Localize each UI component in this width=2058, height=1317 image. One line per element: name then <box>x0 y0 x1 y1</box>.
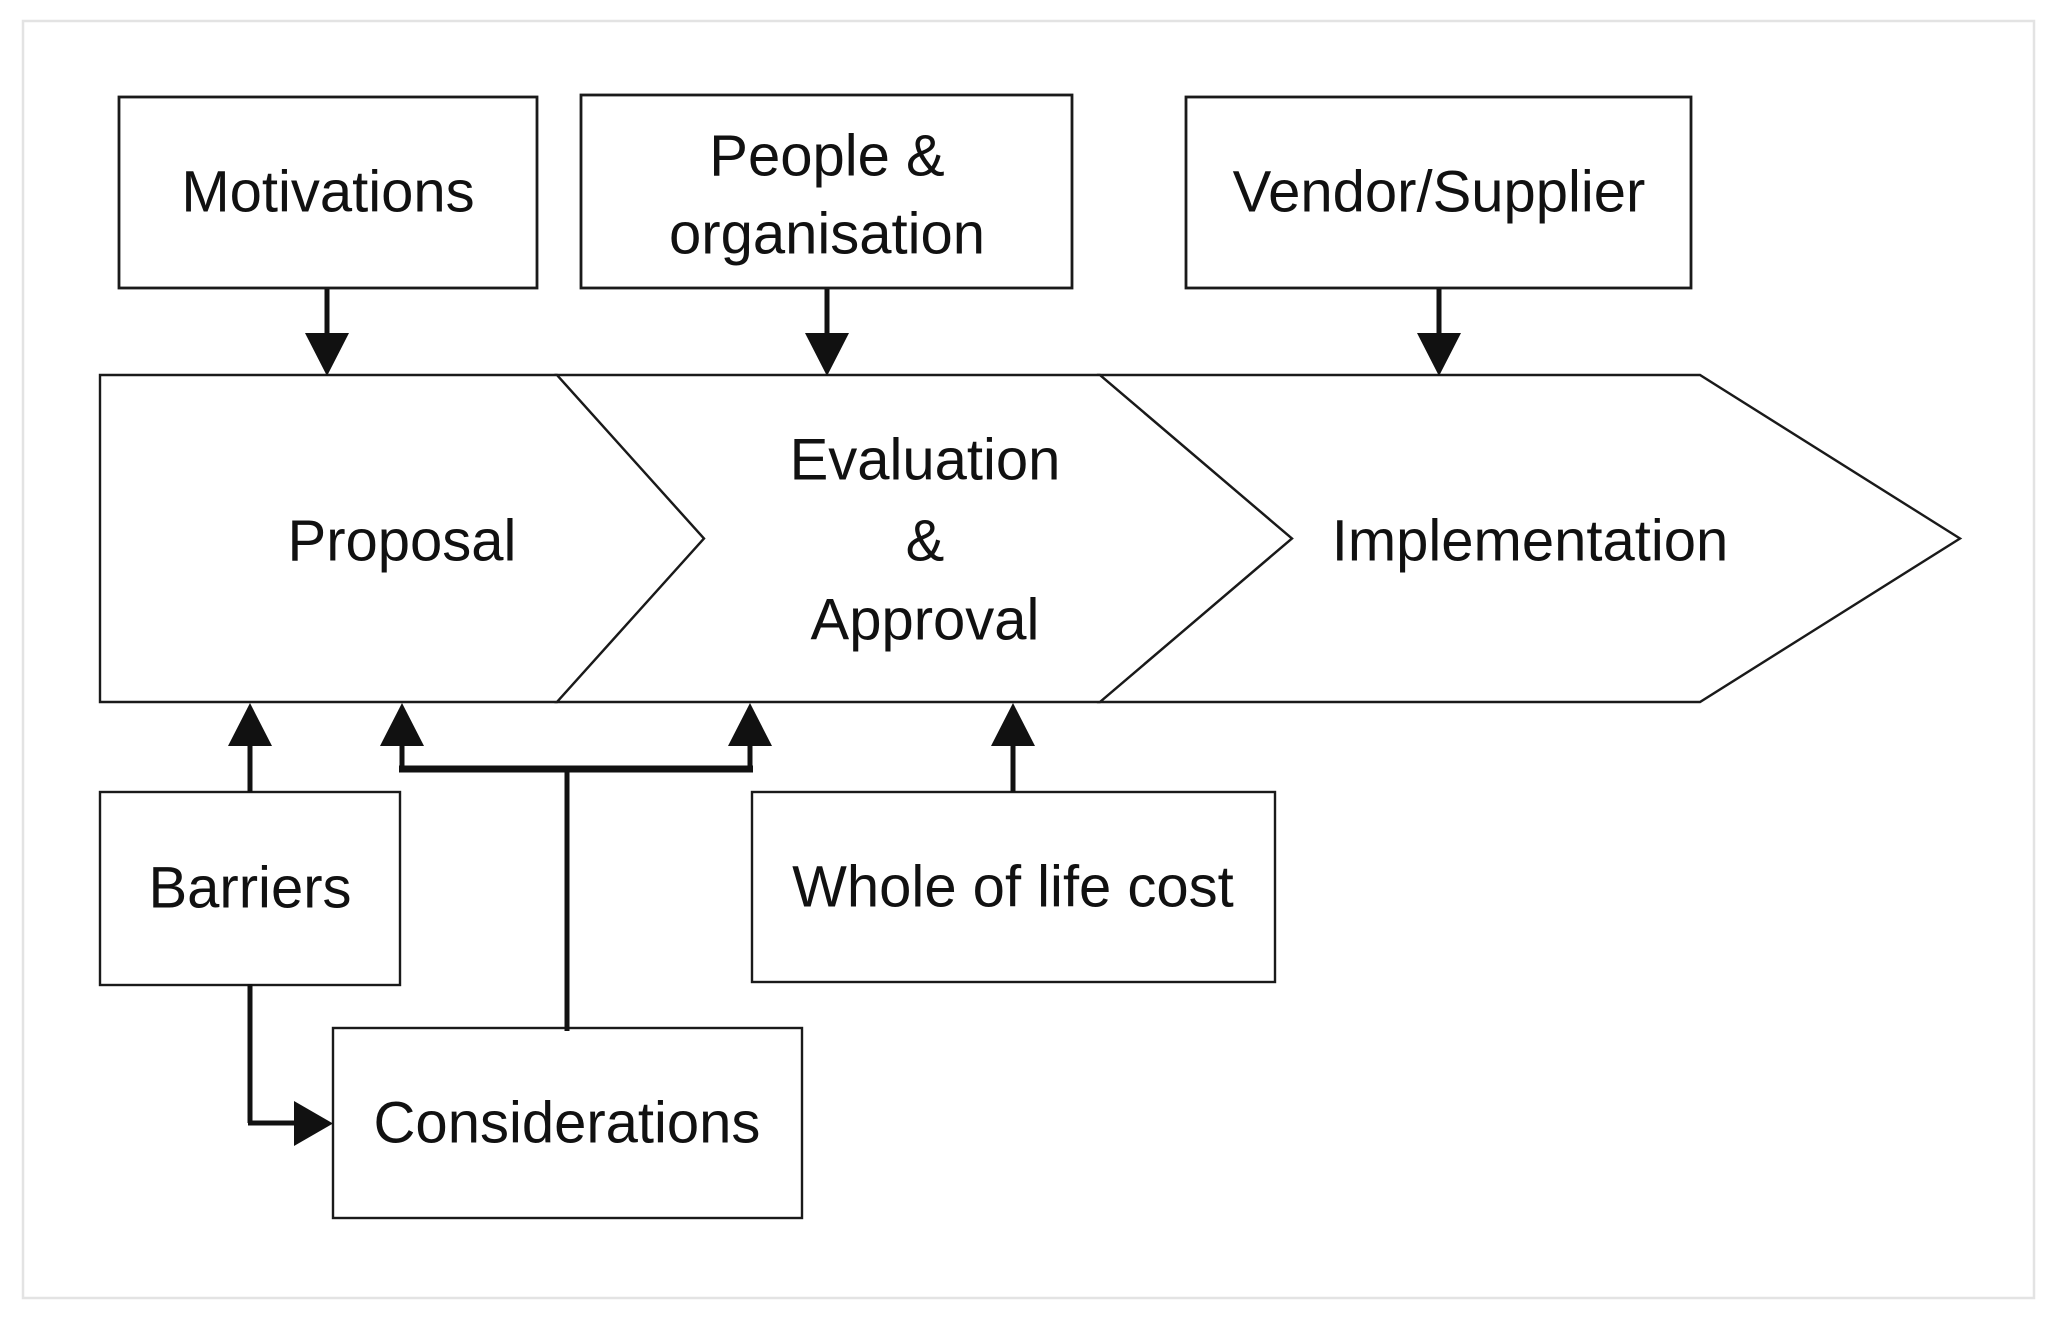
outer-frame <box>21 19 2036 1300</box>
considerations-bracket-connector <box>399 765 753 1031</box>
implementation-label: Implementation <box>1332 508 1729 573</box>
arrow-barriers-to-proposal <box>228 703 272 792</box>
considerations-box <box>331 1026 804 1220</box>
arrow-motivations-to-proposal <box>305 289 349 376</box>
evaluation-approval-label-line3: Approval <box>811 587 1040 652</box>
proposal-label: Proposal <box>288 508 517 573</box>
barriers-label: Barriers <box>148 855 351 920</box>
arrow-people-organisation-to-evaluation <box>805 289 849 376</box>
evaluation-approval-label-line2: & <box>906 508 945 573</box>
arrow-considerations-to-evaluation <box>728 703 772 769</box>
considerations-label: Considerations <box>374 1090 761 1155</box>
motivations-box <box>117 95 539 290</box>
arrow-barriers-to-considerations <box>247 984 333 1146</box>
arrow-considerations-to-proposal <box>380 703 424 769</box>
whole-of-life-cost-label: Whole of life cost <box>792 854 1234 919</box>
vendor-supplier-label: Vendor/Supplier <box>1233 159 1646 224</box>
vendor-supplier-box <box>1184 95 1693 290</box>
motivations-label: Motivations <box>181 159 474 224</box>
people-organisation-label-line2: organisation <box>669 201 985 266</box>
implementation-chevron <box>1096 373 1963 704</box>
arrow-vendor-supplier-to-implementation <box>1417 289 1461 376</box>
arrow-whole-of-life-cost-to-evaluation <box>991 703 1035 792</box>
people-organisation-box <box>579 93 1074 290</box>
evaluation-approval-label-line1: Evaluation <box>790 427 1061 492</box>
people-organisation-label-line1: People & <box>709 123 944 188</box>
